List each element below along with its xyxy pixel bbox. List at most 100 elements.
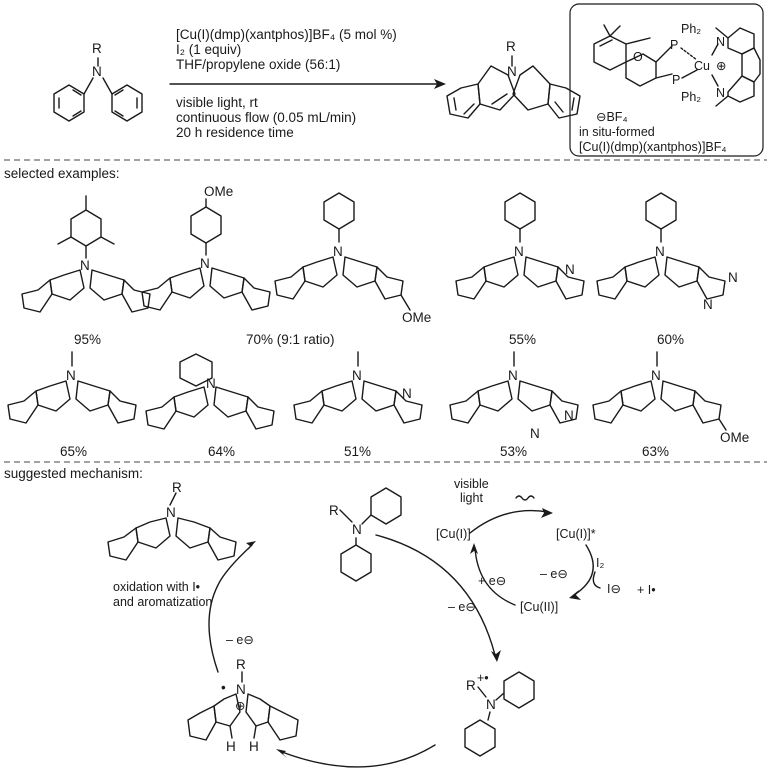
visible-light-line-1: visible <box>454 477 489 491</box>
visible-light-line-2: light <box>460 491 483 505</box>
condition-light: visible light, rt <box>176 95 258 110</box>
aromatization-arrow <box>208 544 253 673</box>
xantphos-p-top: P <box>670 38 678 52</box>
mechanism-radical-cation: R +• N <box>464 671 535 757</box>
example-5-n: N <box>655 244 665 259</box>
xantphos-p-bottom: P <box>672 73 680 87</box>
dmp-ring-bottom <box>727 75 755 103</box>
example-2-methoxyphenyl-carbazole: OMe N <box>141 184 271 311</box>
minus-electron-left: – e⊖ <box>448 600 476 614</box>
intermediate-n: N <box>236 682 246 697</box>
cyclization-arrow <box>281 744 436 768</box>
mech-product-r: R <box>172 480 182 495</box>
xantphos-o-label: O <box>633 50 643 64</box>
condition-flow: continuous flow (0.05 mL/min) <box>176 110 356 125</box>
example-4-n2: N <box>565 262 575 277</box>
catalyst-box-frame <box>569 3 764 157</box>
condition-iodine: I₂ (1 equiv) <box>176 42 241 57</box>
example-8-methyl-azacarbazole: N N <box>293 351 423 424</box>
condition-time: 20 h residence time <box>176 125 294 140</box>
reduction-arrow <box>474 547 516 606</box>
example-5-phenyl-diazacarbazole: N N N <box>596 192 738 312</box>
condition-catalyst: [Cu(I)(dmp)(xantphos)]BF₄ (5 mol %) <box>176 27 397 42</box>
iodine-label: I₂ <box>596 556 604 570</box>
example-10-ome: OMe <box>720 430 749 445</box>
iodide-label: I⊖ <box>607 582 621 596</box>
dmp-n-bottom: N <box>716 86 725 100</box>
example-6-n-methylcarbazole: N <box>7 351 137 424</box>
radical-cation-charge: +• <box>477 671 489 685</box>
mech-amine-n: N <box>352 522 362 537</box>
example-4-phenyl-azacarbazole: N N <box>455 192 585 300</box>
example-3-n: N <box>333 244 343 259</box>
mechanism-carbazole-product: R N <box>107 480 237 561</box>
example-10-methoxy-n-methylcarbazole: N OMe <box>592 351 749 445</box>
yield-2: 70% (9:1 ratio) <box>246 332 335 347</box>
reaction-conditions: [Cu(I)(dmp)(xantphos)]BF₄ (5 mol %) I₂ (… <box>169 27 446 140</box>
intermediate-radical-dot: • <box>221 680 226 695</box>
light-squiggle <box>515 495 535 501</box>
product-r-label: R <box>506 39 516 54</box>
radical-cation-n: N <box>486 697 496 712</box>
minus-electron-right: – e⊖ <box>540 567 568 581</box>
reactant-diarylamine: N R <box>53 41 143 122</box>
example-7-fused-carbazole: N <box>145 353 275 430</box>
dmp-n-top: N <box>716 35 725 49</box>
excitation-arrow <box>469 509 549 534</box>
example-2-n: N <box>200 256 210 271</box>
intermediate-h-left: H <box>226 739 236 754</box>
example-4-n: N <box>514 244 524 259</box>
mechanism-amine: R N <box>329 487 402 582</box>
cu2-label: [Cu(II)] <box>520 600 558 614</box>
condition-solvent: THF/propylene oxide (56:1) <box>176 57 340 72</box>
yield-6: 64% <box>208 444 235 459</box>
yield-8: 53% <box>500 444 527 459</box>
reactant-r-label: R <box>92 41 102 56</box>
xantphos-ph2-bottom: Ph₂ <box>681 90 701 104</box>
example-10-n: N <box>651 368 661 383</box>
yield-5: 65% <box>60 444 87 459</box>
mechanism-heading: suggested mechanism: <box>4 466 143 481</box>
example-9-n: N <box>508 368 518 383</box>
example-5-n2: N <box>728 270 738 285</box>
copper-charge: ⊕ <box>716 59 726 73</box>
set-arrow <box>375 534 496 656</box>
yield-7: 51% <box>344 444 371 459</box>
intermediate-r: R <box>236 657 246 672</box>
oxidation-text-1: oxidation with I• <box>113 580 200 594</box>
copper-label: Cu <box>694 59 710 73</box>
xantphos-ph2-top: Ph₂ <box>681 22 701 36</box>
catalyst-caption-2: [Cu(I)(dmp)(xantphos)]BF₄ <box>579 140 727 154</box>
photocatalytic-cycle: visible light [Cu(I)] [Cu(I)]* [Cu(II)] … <box>375 477 656 662</box>
plus-electron-label: + e⊖ <box>478 574 506 588</box>
example-9-n3: N <box>530 426 540 441</box>
example-8-n2: N <box>402 386 412 401</box>
minus-electron-top: – e⊖ <box>226 633 254 647</box>
oxidation-text-2: and aromatization <box>113 595 212 609</box>
cu1-star-label: [Cu(I)]* <box>556 527 596 541</box>
iodine-radical-label: + I• <box>637 583 656 597</box>
mech-product-n: N <box>166 505 176 520</box>
example-2-ome: OMe <box>204 184 233 199</box>
cu1-label: [Cu(I)] <box>436 527 471 541</box>
catalyst-box: O P Ph₂ P Ph₂ Cu ⊕ N N ⊖BF₄ in situ-form… <box>569 3 764 157</box>
intermediate-h-right: H <box>249 739 259 754</box>
yield-9: 63% <box>642 444 669 459</box>
radical-cation-r: R <box>466 678 476 693</box>
yield-1: 95% <box>74 332 101 347</box>
example-1-mesityl-carbazole: N <box>21 195 151 313</box>
examples-heading: selected examples: <box>4 166 120 181</box>
mech-amine-r: R <box>329 503 339 518</box>
example-6-n: N <box>66 368 76 383</box>
example-9-n2: N <box>564 408 574 423</box>
product-n-label: N <box>507 64 517 79</box>
example-1-n: N <box>80 258 90 273</box>
counterion-label: ⊖BF₄ <box>596 110 628 124</box>
catalyst-caption-1: in situ-formed <box>579 125 655 139</box>
product-carbazole: N R <box>446 39 581 119</box>
example-3-ome: OMe <box>402 310 431 325</box>
reactant-n-label: N <box>92 64 102 79</box>
example-9-methyl-diazacarbazole: N N N <box>449 351 579 441</box>
example-8-n: N <box>352 368 362 383</box>
